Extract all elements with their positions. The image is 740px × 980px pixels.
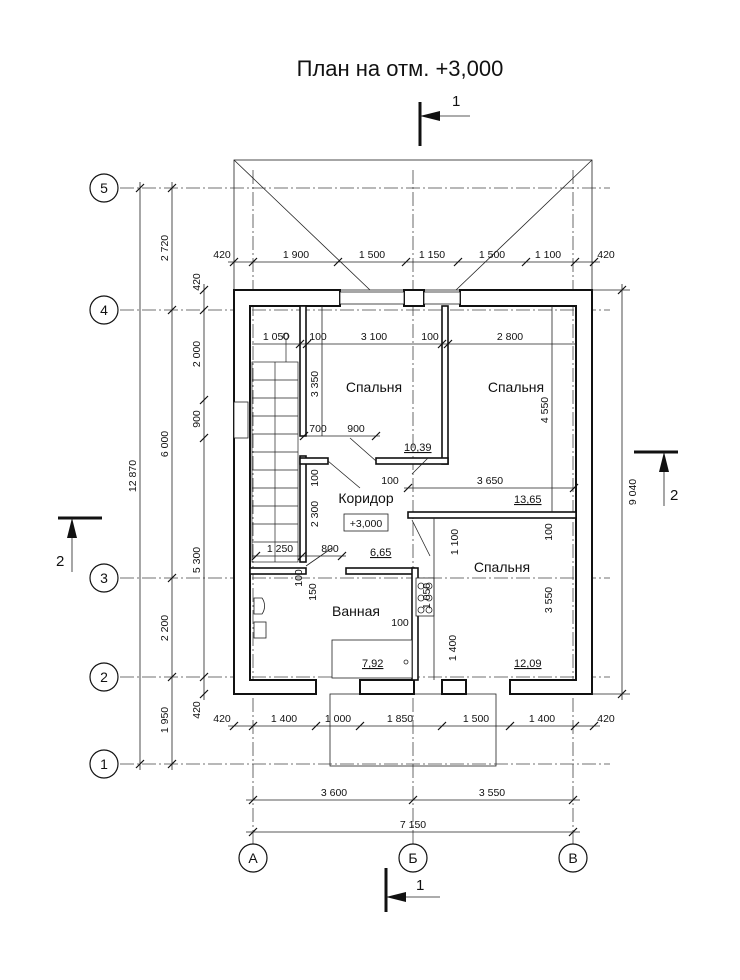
area-corridor: 6,65: [370, 547, 391, 559]
dim-inner-100g: 100: [391, 617, 409, 629]
dim-chain-bottom: 420 1 400 1 000 1 850 1 500 1 400 420: [213, 713, 615, 731]
axis-row-3: 3: [100, 570, 108, 586]
dim-top-4: 1 150: [419, 249, 445, 261]
room-name-bathroom: Ванная: [332, 603, 380, 619]
dim-chain-top: 420 1 900 1 500 1 150 1 500 1 100 420: [213, 249, 615, 267]
room-name-bedroom-top-right: Спальня: [488, 379, 544, 395]
axis-row-1: 1: [100, 756, 108, 772]
section-label-1-top: 1: [452, 93, 460, 110]
dim-inner-3350: 3 350: [309, 371, 321, 397]
row-axis-markers: 5 4 3 2 1: [89, 173, 119, 779]
dim-left-2720: 2 720: [159, 235, 171, 261]
doors: [305, 437, 431, 567]
section-mark-2-right: 2: [634, 450, 678, 506]
axis-col-v: В: [568, 850, 577, 866]
axis-col-b: Б: [408, 850, 417, 866]
level-mark: +3,000: [343, 513, 389, 532]
staircase: [251, 332, 299, 563]
dim-top-2: 1 900: [283, 249, 309, 261]
axis-col-a: А: [248, 850, 258, 866]
dim-inner-4550: 4 550: [539, 397, 551, 423]
dim-bottom-5: 1 500: [463, 713, 489, 725]
section-label-2-left: 2: [56, 553, 64, 570]
dim-inner-100d: 100: [381, 475, 399, 487]
dim-chain-left-outer: 12 870: [127, 182, 145, 770]
dim-bottom-2: 1 400: [271, 713, 297, 725]
dim-overall: 7 150: [400, 819, 426, 831]
interior-dimensions: 1 050 100 3 100 100 2 800 3 350 4 550 70…: [251, 306, 579, 680]
dim-chain-axes: 3 600 3 550 7 150: [246, 787, 580, 837]
area-bathroom: 7,92: [362, 658, 383, 670]
dim-inner-1050b: 1 050: [421, 583, 433, 609]
dim-top-7: 420: [597, 249, 615, 261]
area-bedroom-bottom-right: 12,09: [514, 658, 542, 670]
dim-bottom-1: 420: [213, 713, 231, 725]
section-mark-1-top: 1: [418, 93, 470, 146]
dim-inner-700: 700: [309, 423, 327, 435]
dim-inner-100b: 100: [421, 331, 439, 343]
dim-chain-left-inner: 420 2 000 900 5 300 420: [191, 273, 209, 719]
dim-inner-100e: 100: [543, 523, 555, 541]
dim-inner-2300: 2 300: [309, 501, 321, 527]
axis-lines: [120, 170, 610, 845]
dim-left-2200: 2 200: [159, 615, 171, 641]
dim-inner-1250: 1 250: [267, 543, 293, 555]
dim-inner-1400: 1 400: [447, 635, 459, 661]
column-axis-markers: А Б В: [238, 843, 588, 873]
room-name-bedroom-bottom-right: Спальня: [474, 559, 530, 575]
dim-top-6: 1 100: [535, 249, 561, 261]
section-mark-2-left: 2: [56, 516, 102, 572]
dim-right-total: 9 040: [627, 479, 639, 505]
axis-row-2: 2: [100, 669, 108, 685]
axis-row-4: 4: [100, 302, 108, 318]
exterior-walls: [233, 289, 593, 695]
dim-top-3: 1 500: [359, 249, 385, 261]
dim-top-1: 420: [213, 249, 231, 261]
interior-walls: [249, 305, 577, 681]
dim-inner-900: 900: [347, 423, 365, 435]
dim-inner-100a: 100: [309, 331, 327, 343]
dim-bottom-6: 1 400: [529, 713, 555, 725]
section-label-1-bottom: 1: [416, 877, 424, 894]
dim-inner-3100: 3 100: [361, 331, 387, 343]
dim-left-1950: 1 950: [159, 707, 171, 733]
room-name-corridor: Коридор: [338, 490, 394, 506]
dim-inner-1100: 1 100: [449, 529, 461, 555]
dim-left-5300: 5 300: [191, 547, 203, 573]
dim-inner-100f: 100: [293, 569, 305, 587]
dim-chain-right: 9 040: [592, 284, 639, 700]
dim-axes-1: 3 600: [321, 787, 347, 799]
dim-inner-3550: 3 550: [543, 587, 555, 613]
dim-top-5: 1 500: [479, 249, 505, 261]
area-bedroom-top-right: 13,65: [514, 494, 542, 506]
axis-row-5: 5: [100, 180, 108, 196]
dim-inner-150: 150: [307, 583, 319, 601]
dim-left-900: 900: [191, 410, 203, 428]
section-label-2-right: 2: [670, 487, 678, 504]
dim-bottom-7: 420: [597, 713, 615, 725]
dim-inner-2800: 2 800: [497, 331, 523, 343]
dim-left-outer: 12 870: [127, 460, 139, 492]
dim-chain-left-mid: 2 720 6 000 2 200 1 950: [159, 182, 177, 770]
area-bedroom-top-left: 10,39: [404, 442, 432, 454]
dim-left-420-top: 420: [191, 273, 203, 291]
dim-axes-2: 3 550: [479, 787, 505, 799]
dim-inner-100c: 100: [309, 469, 321, 487]
level-mark-text: +3,000: [350, 518, 383, 530]
dim-left-420-bottom: 420: [191, 701, 203, 719]
bathroom-fixtures: [253, 577, 435, 679]
dim-left-2000: 2 000: [191, 341, 203, 367]
dim-bottom-4: 1 850: [387, 713, 413, 725]
dim-inner-1050: 1 050: [263, 331, 289, 343]
room-name-bedroom-top-left: Спальня: [346, 379, 402, 395]
plan-title: План на отм. +3,000: [297, 56, 504, 81]
dim-inner-3650: 3 650: [477, 475, 503, 487]
section-mark-1-bottom: 1: [384, 868, 440, 912]
dim-bottom-3: 1 000: [325, 713, 351, 725]
dim-left-6000: 6 000: [159, 431, 171, 457]
dim-inner-800: 800: [321, 543, 339, 555]
